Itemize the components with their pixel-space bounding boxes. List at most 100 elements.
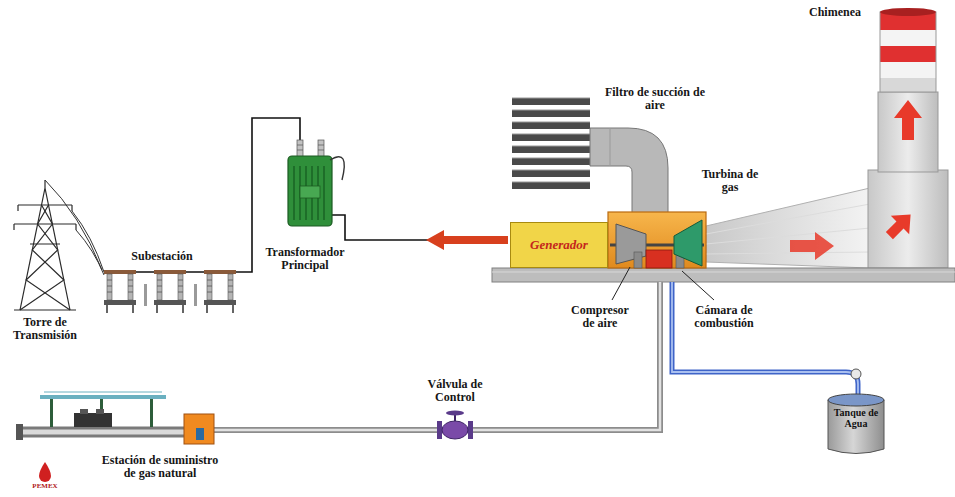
air-filter [512, 158, 590, 159]
water-pipe [851, 369, 861, 379]
chimney [880, 30, 936, 46]
turbine-housing [634, 252, 642, 268]
chimney [880, 46, 936, 62]
substation-switch [207, 274, 212, 300]
power-line [45, 180, 102, 270]
air-duct [590, 128, 668, 214]
substation-switch [204, 300, 236, 305]
filter-label: Filtro de succión de aire [595, 86, 715, 112]
chimney [878, 92, 938, 172]
substation-switch [104, 270, 136, 274]
substation-switch [204, 270, 236, 274]
gas-pipe [190, 282, 660, 430]
transformer-symbol [288, 140, 344, 226]
substation-switch [154, 270, 186, 313]
air-filter [512, 134, 590, 141]
gas-station [16, 424, 23, 440]
air-filter [512, 98, 590, 105]
transformer-symbol [297, 145, 324, 150]
substation-switch [144, 284, 147, 306]
compressor-label: Compresor de aire [565, 304, 635, 330]
air-filter [512, 110, 590, 111]
transformer-symbol [330, 157, 344, 180]
substation-switch [157, 280, 183, 292]
gas-station [184, 414, 214, 444]
bus-wire [104, 271, 204, 273]
substation-switch [104, 300, 136, 305]
transformer-symbol [297, 140, 303, 158]
substation-switch [104, 270, 236, 313]
control-valve [442, 421, 468, 439]
transmission-tower [14, 205, 76, 230]
substation-switch [128, 274, 133, 300]
gas-station [96, 409, 104, 414]
substation-switch [207, 305, 233, 313]
air-filter [512, 122, 590, 129]
chimney [880, 205, 920, 245]
turbine-housing [608, 212, 706, 268]
chimney [880, 78, 936, 92]
air-filter [512, 146, 590, 147]
control-valve [446, 411, 464, 416]
station-label: Estación de suministro de gas natural [98, 454, 223, 480]
turbine-housing [608, 212, 706, 268]
air-filter [512, 170, 590, 177]
substation-switch [157, 274, 162, 300]
exhaust-diffuser [706, 188, 870, 268]
exhaust-diffuser [706, 188, 870, 268]
combustion-label: Cámara de combustión [689, 304, 759, 330]
control-valve [437, 421, 442, 439]
logo-text: PEMEX [25, 483, 65, 491]
substation-switch [107, 280, 133, 292]
platform [492, 268, 955, 282]
chimney-label: Chimenea [790, 6, 880, 19]
air-filter [512, 158, 590, 165]
platform [492, 268, 955, 282]
pemex-logo [39, 462, 51, 482]
chimney [880, 62, 936, 78]
valve-label: Válvula de Control [420, 378, 490, 404]
gas-pipe [190, 282, 660, 430]
substation-switch [157, 305, 183, 313]
substation-switch [154, 270, 186, 274]
transmission-tower [14, 180, 76, 310]
gas-station [16, 392, 214, 444]
node-text: Tanque de Agua [830, 407, 882, 429]
gas-station [44, 392, 162, 393]
substation-switch [204, 270, 236, 313]
substation-label: Subestación [117, 250, 207, 263]
air-duct [610, 128, 611, 166]
water-pipe [672, 282, 858, 396]
gas-station [22, 430, 190, 435]
air-filter [512, 110, 590, 117]
turbine-label: Turbina de gas [695, 168, 765, 194]
chimney [868, 170, 948, 268]
power-arrow [426, 230, 508, 250]
gas-station [74, 413, 112, 427]
leader-line [612, 267, 630, 300]
transmission-tower [26, 205, 70, 310]
exhaust-diffuser [706, 204, 870, 254]
air-filter [512, 98, 590, 99]
substation-switch [107, 274, 112, 300]
gas-station [80, 409, 88, 414]
substation-switch [194, 284, 197, 306]
transmission-tower [14, 309, 76, 310]
leader-line [682, 271, 714, 300]
air-filter [512, 146, 590, 153]
turbine-housing [646, 250, 672, 268]
tank-outline [828, 394, 884, 406]
substation-switch [207, 280, 233, 292]
gas-pipe [190, 282, 660, 430]
gas-station [40, 395, 166, 399]
exhaust-diffuser [790, 232, 834, 260]
bus-wire [332, 215, 428, 240]
tank-outline [828, 400, 884, 454]
power-line [45, 180, 104, 275]
chimney [880, 205, 920, 245]
substation-switch [154, 300, 186, 305]
transformer-symbol [294, 166, 324, 220]
